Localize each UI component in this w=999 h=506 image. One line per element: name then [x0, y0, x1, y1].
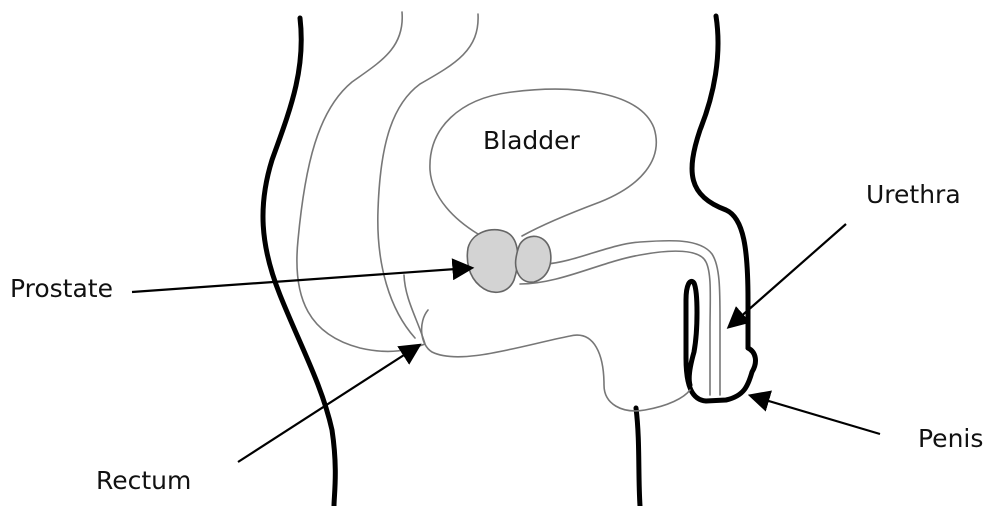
bladder-outline [430, 89, 656, 236]
penis-pointer-arrow [752, 396, 880, 434]
pelvic-floor-line [422, 310, 690, 411]
penis-label: Penis [918, 424, 983, 453]
rectum-label: Rectum [96, 466, 191, 495]
urethra-label: Urethra [866, 180, 961, 209]
prostate-pointer-arrow [132, 268, 470, 292]
rectum-outer-wall [297, 12, 425, 351]
prostate-label: Prostate [10, 274, 113, 303]
urethra-upper-line [546, 241, 720, 395]
rectum-pointer-arrow [238, 346, 418, 462]
prostate-lobe-left [467, 230, 517, 293]
back-outline [263, 18, 335, 506]
bladder-label: Bladder [483, 126, 581, 155]
rectum-inner-wall [378, 14, 478, 338]
prostate-lobe-right [516, 236, 551, 282]
urethra-lower-line [520, 251, 710, 395]
leg-outline [636, 408, 640, 506]
